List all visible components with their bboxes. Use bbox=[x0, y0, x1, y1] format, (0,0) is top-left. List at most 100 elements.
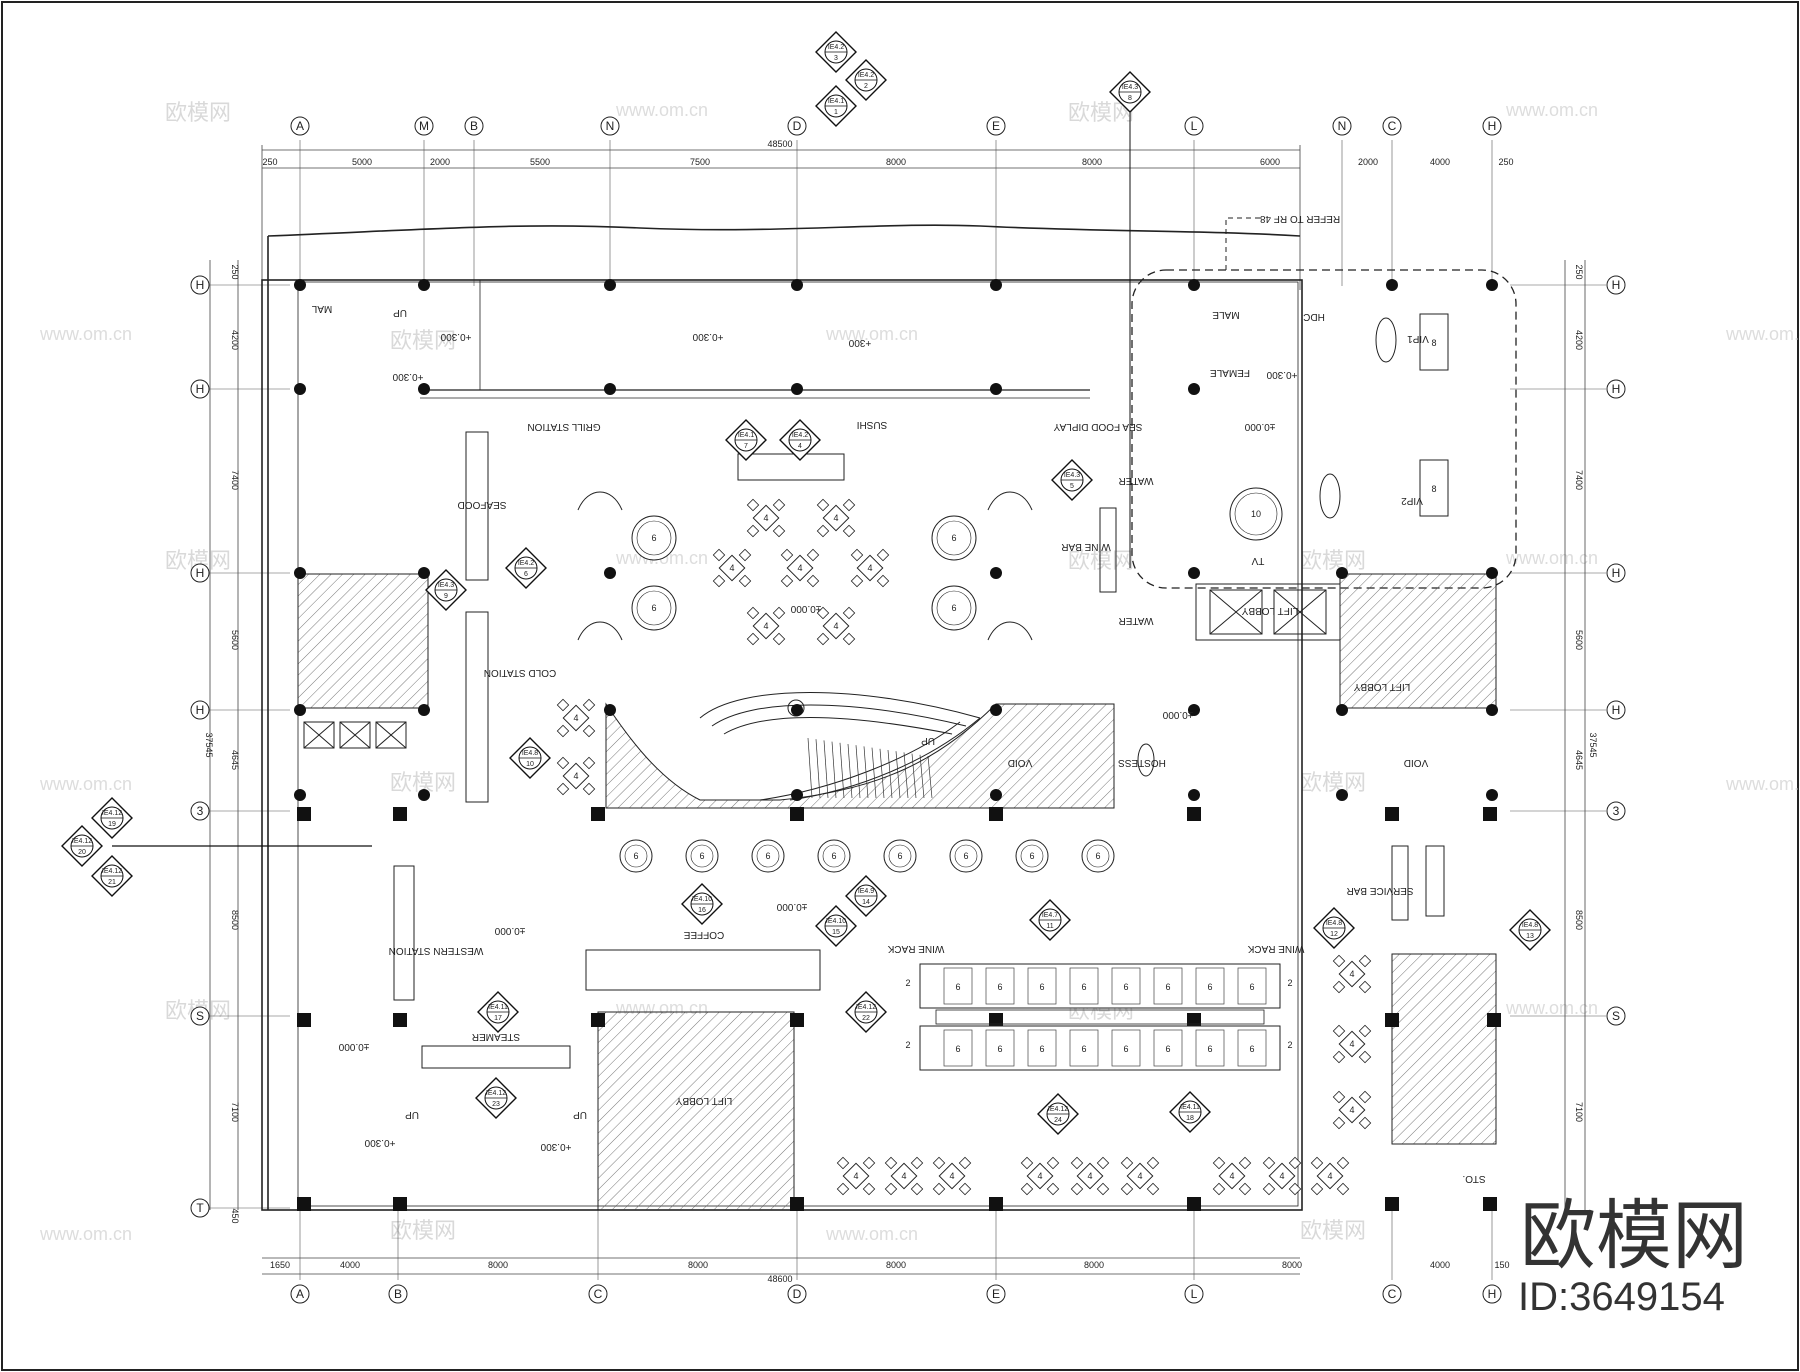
chair bbox=[712, 548, 726, 562]
square-column bbox=[297, 1197, 311, 1211]
label-lift-lobby-center: LIFT LOBBY bbox=[1241, 605, 1298, 616]
label-void-right: VOID bbox=[1404, 757, 1428, 768]
reference-number: 22 bbox=[862, 1015, 870, 1022]
elevation-reference: IE4.813 bbox=[1509, 909, 1551, 951]
table-4-seat: 4 bbox=[712, 548, 752, 588]
seat-count: 4 bbox=[1327, 1171, 1332, 1181]
reference-code: IE4.12 bbox=[72, 838, 92, 845]
seat-count: 6 bbox=[831, 851, 836, 861]
square-column bbox=[790, 1197, 804, 1211]
seat-count: 6 bbox=[651, 603, 656, 613]
label-hdc: HDC bbox=[1303, 311, 1325, 322]
chair bbox=[1336, 1156, 1350, 1170]
round-column bbox=[418, 704, 430, 716]
reference-number: 17 bbox=[494, 1015, 502, 1022]
booth-seat bbox=[1111, 1029, 1141, 1067]
stair-core-right bbox=[1339, 573, 1497, 709]
round-table: 6 bbox=[1081, 839, 1115, 873]
round-column bbox=[294, 567, 306, 579]
grid-label-top: A bbox=[296, 119, 304, 133]
grid-label-left: H bbox=[196, 703, 205, 717]
grid-bubble-right bbox=[1606, 563, 1626, 583]
reference-number: 19 bbox=[108, 821, 116, 828]
watermark-url: www.om.cn bbox=[39, 1224, 132, 1244]
label-up-3: UP bbox=[405, 1109, 419, 1120]
chair bbox=[1238, 1156, 1252, 1170]
round-column bbox=[791, 383, 803, 395]
table-inner-ring bbox=[636, 520, 672, 556]
seat-count: 4 bbox=[1349, 969, 1354, 979]
left-dimension-segment: 7100 bbox=[230, 1102, 240, 1122]
right-dimension-segment: 7100 bbox=[1574, 1102, 1584, 1122]
reference-code: IE4.2 bbox=[518, 560, 534, 567]
label-sto: STO. bbox=[1462, 1173, 1485, 1184]
grand-staircase bbox=[699, 692, 981, 801]
table-top bbox=[1076, 1162, 1104, 1190]
stair-tread bbox=[831, 741, 837, 799]
reference-code: IE4.2 bbox=[792, 432, 808, 439]
elevation-reference: IE4.23 bbox=[815, 31, 857, 73]
seat-count: 4 bbox=[867, 563, 872, 573]
reference-code: IE4.11 bbox=[488, 1004, 508, 1011]
seat-count: 4 bbox=[901, 1171, 906, 1181]
steamer-counter bbox=[421, 1045, 571, 1069]
round-column bbox=[604, 704, 616, 716]
elevation-reference: IE4.35 bbox=[1051, 459, 1093, 501]
chair bbox=[738, 574, 752, 588]
table-4-seat: 4 bbox=[1332, 954, 1372, 994]
reference-code: IE4.8 bbox=[1326, 920, 1342, 927]
seat-count: 4 bbox=[1037, 1171, 1042, 1181]
cold-station-counter bbox=[465, 611, 489, 803]
chair bbox=[1358, 1116, 1372, 1130]
table-inner-ring bbox=[624, 844, 648, 868]
watermark-layer: 欧模网欧模网欧模网欧模网欧模网欧模网欧模网欧模网欧模网欧模网欧模网欧模网www.… bbox=[39, 100, 1800, 1244]
chair bbox=[836, 1156, 850, 1170]
seat-count: 4 bbox=[1349, 1105, 1354, 1115]
round-column bbox=[294, 789, 306, 801]
table-4-seat: 4 bbox=[1020, 1156, 1060, 1196]
top-dimension-segment: 250 bbox=[262, 157, 277, 167]
level-back-left: +0.300 bbox=[364, 1137, 395, 1148]
right-dimension-segment: 8500 bbox=[1574, 910, 1584, 930]
chair bbox=[836, 1182, 850, 1196]
table-4-seat: 4 bbox=[836, 1156, 876, 1196]
seat-count: 4 bbox=[573, 713, 578, 723]
level-back-center: +0.300 bbox=[540, 1141, 571, 1152]
round-column bbox=[1336, 567, 1348, 579]
top-dimension-segment: 4000 bbox=[1430, 157, 1450, 167]
chair bbox=[1358, 980, 1372, 994]
grid-bubble-top bbox=[600, 116, 620, 136]
table-top bbox=[817, 839, 851, 873]
reference-number: 15 bbox=[832, 929, 840, 936]
seat-count: 4 bbox=[1137, 1171, 1142, 1181]
grid-bubble-top bbox=[1482, 116, 1502, 136]
seat-count: 6 bbox=[633, 851, 638, 861]
seat-count: 4 bbox=[833, 513, 838, 523]
chair bbox=[1288, 1182, 1302, 1196]
chair bbox=[1358, 954, 1372, 968]
grid-label-bottom: A bbox=[296, 1287, 304, 1301]
right-total-dimension: 37545 bbox=[1588, 732, 1598, 757]
table-4-seat: 4 bbox=[556, 756, 596, 796]
round-column bbox=[791, 789, 803, 801]
chair bbox=[582, 724, 596, 738]
grid-label-left: H bbox=[196, 278, 205, 292]
square-column bbox=[393, 1197, 407, 1211]
round-table: 6 bbox=[1015, 839, 1049, 873]
top-dimension-segment: 2000 bbox=[1358, 157, 1378, 167]
grid-bubble-bottom bbox=[1382, 1284, 1402, 1304]
left-total-dimension: 37545 bbox=[204, 732, 214, 757]
booth-seat bbox=[1237, 967, 1267, 1005]
reference-code: IE4.12 bbox=[102, 868, 122, 875]
chair bbox=[842, 606, 856, 620]
booth-seat bbox=[1195, 967, 1225, 1005]
booth-seat bbox=[943, 967, 973, 1005]
label-water-2: WATER bbox=[1119, 615, 1154, 626]
watermark-url: www.om.cn bbox=[615, 100, 708, 120]
